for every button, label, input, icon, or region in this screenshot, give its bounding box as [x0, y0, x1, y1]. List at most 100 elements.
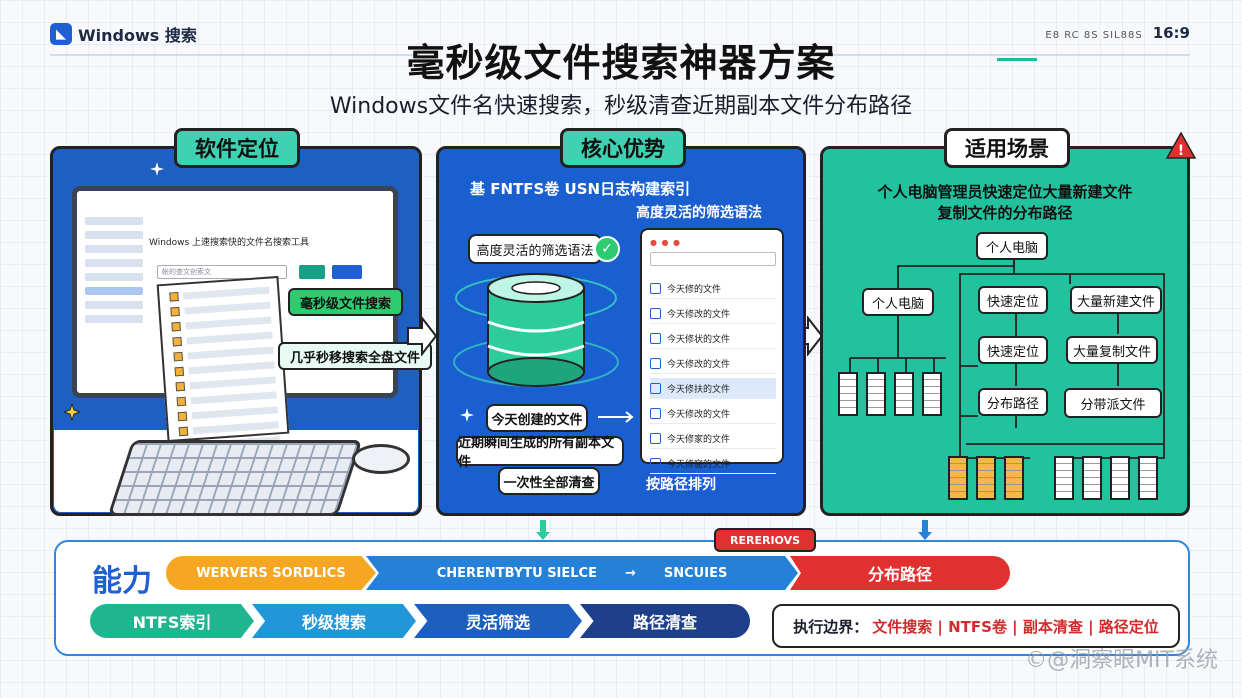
server-icon — [866, 372, 886, 416]
sparkle-icon — [64, 404, 80, 420]
file-icon — [650, 382, 661, 394]
scenario-description: 个人电脑管理员快速定位大量新建文件 复制文件的分布路径 — [877, 183, 1133, 222]
file-list-item-label: 今天修窗的文件 — [667, 459, 731, 470]
advantage-heading: 基 FNTFS卷 USN日志构建索引 — [470, 180, 691, 198]
file-list-item-label: 今天修扶的文件 — [667, 384, 731, 395]
warning-icon: ! — [1166, 132, 1196, 159]
panel-scenarios — [820, 146, 1190, 516]
svg-text:!: ! — [1178, 143, 1184, 159]
file-icon — [1110, 456, 1130, 500]
tag-software-positioning: 软件定位 — [174, 128, 300, 168]
file-icon — [650, 357, 661, 369]
file-icon — [976, 456, 996, 500]
watermark: ©@洞察眼MIT系统 — [1025, 648, 1218, 673]
result-search-input[interactable] — [650, 252, 776, 266]
brand-name: Windows 搜索 — [78, 26, 197, 45]
database-icon — [453, 273, 619, 387]
file-list-item[interactable]: 今天修扶的文件 — [650, 378, 776, 399]
arrow-right-icon — [598, 411, 634, 423]
card-today-files: 今天创建的文件 — [486, 404, 588, 432]
file-list-item-label: 今天修改的文件 — [667, 409, 731, 420]
card-clear-all: 一次性全部清查 — [498, 467, 600, 495]
file-list-item[interactable]: 今天修改的文件 — [650, 403, 776, 424]
file-icon — [650, 457, 661, 469]
file-icon — [948, 456, 968, 500]
brand-logo: ◣ Windows 搜索 — [50, 22, 197, 46]
header-accent-line — [997, 58, 1037, 61]
server-icon — [922, 372, 942, 416]
file-list-item-label: 今天修状的文件 — [667, 334, 731, 345]
check-icon: ✓ — [594, 236, 620, 262]
node-quick-locate: 快速定位 — [978, 336, 1048, 364]
sparkle-icon — [460, 408, 474, 422]
page-subtitle: Windows文件名快速搜索，秒级清查近期副本文件分布路径 — [329, 94, 913, 119]
node-root-pc: 个人电脑 — [976, 232, 1048, 260]
node-dist-path: 分布路径 — [978, 388, 1048, 416]
file-list-item-label: 今天修的文件 — [667, 284, 722, 295]
node-copy-files: 大量复制文件 — [1066, 336, 1158, 364]
app-search-button[interactable] — [299, 265, 325, 279]
file-icon — [650, 432, 661, 444]
windows-logo-icon: ◣ — [50, 23, 72, 45]
file-icon — [1054, 456, 1074, 500]
tag-core-advantage: 核心优势 — [560, 128, 686, 168]
app-search-input[interactable]: 帐的查文创索文 — [157, 265, 287, 279]
file-list-item[interactable]: 今天修改的文件 — [650, 303, 776, 324]
file-result-window: ● ● ● 今天修的文件今天修改的文件今天修状的文件今天修改的文件今天修扶的文件… — [640, 228, 784, 474]
node-new-files: 大量新建文件 — [1070, 286, 1162, 314]
card-filter-syntax: 高度灵活的筛选语法 — [468, 234, 602, 264]
reference-tag: RERERIOVS — [714, 528, 817, 552]
sparkle-icon — [150, 162, 164, 176]
file-group-white — [1054, 456, 1158, 500]
pill-ntfs-index: NTFS索引 — [90, 604, 254, 638]
pill-flex-filter: 灵活筛选 — [414, 604, 582, 638]
file-icon — [650, 407, 661, 419]
file-list-item[interactable]: 今天修的文件 — [650, 278, 776, 299]
app-sidebar — [85, 211, 143, 329]
app-filter-button[interactable] — [332, 265, 362, 279]
file-icon — [1004, 456, 1024, 500]
server-icon — [894, 372, 914, 416]
header-divider-right — [830, 54, 1190, 56]
execution-boundary: 执行边界： 文件搜索 | NTFS卷 | 副本清查 | 路径定位 — [772, 604, 1180, 648]
file-icon — [650, 282, 661, 294]
file-icon — [1138, 456, 1158, 500]
exec-label: 执行边界： — [793, 617, 869, 636]
file-icon — [1082, 456, 1102, 500]
page-title: 毫秒级文件搜索神器方案 — [406, 41, 836, 85]
node-quick-locate: 快速定位 — [978, 286, 1048, 314]
keyboard-illustration — [107, 440, 363, 516]
arrow-down-icon — [536, 520, 550, 540]
server-group — [838, 372, 942, 416]
capability-seg-2: CHERENTBYTU SIELCE→SNCUIES — [366, 556, 798, 590]
results-paper-illustration — [156, 275, 290, 450]
server-icon — [838, 372, 858, 416]
file-list-item[interactable]: 今天修改的文件 — [650, 353, 776, 374]
file-list-item-label: 今天修改的文件 — [667, 309, 731, 320]
scenario-tree-connectors — [849, 258, 1165, 459]
file-list-item[interactable]: 今天修家的文件 — [650, 428, 776, 449]
file-group-orange — [948, 456, 1024, 500]
pill-path-check: 路径清查 — [580, 604, 750, 638]
bubble-full-disk: 几乎秒移搜索全盘文件 — [278, 342, 433, 370]
sort-by-path-label: 按路径排列 — [646, 477, 716, 493]
exec-values: 文件搜索 | NTFS卷 | 副本清查 | 路径定位 — [872, 617, 1159, 636]
file-list-item[interactable]: 今天修状的文件 — [650, 328, 776, 349]
card-recent-copies: 近期瞬间生成的所有副本文件 — [456, 436, 624, 470]
bubble-ms-search: 毫秒级文件搜索 — [288, 288, 404, 316]
file-icon — [650, 332, 661, 344]
arrow-down-icon — [918, 520, 932, 540]
file-list-item-label: 今天修改的文件 — [667, 359, 731, 370]
pill-second-search: 秒级搜索 — [252, 604, 416, 638]
file-icon — [650, 307, 661, 319]
header-divider-left — [50, 54, 420, 56]
node-dist-files: 分带派文件 — [1064, 388, 1162, 418]
arrow-right-icon — [407, 316, 438, 356]
capability-label: 能力 — [92, 564, 152, 599]
file-list-item-label: 今天修家的文件 — [667, 434, 731, 445]
advantage-subheading: 高度灵活的筛选语法 — [636, 205, 762, 221]
capability-seg-3: 分布路径 — [790, 556, 1010, 590]
capability-seg-1: WERVERS SORDLICS — [166, 556, 376, 590]
file-list-item[interactable]: 今天修窗的文件 — [650, 453, 776, 474]
